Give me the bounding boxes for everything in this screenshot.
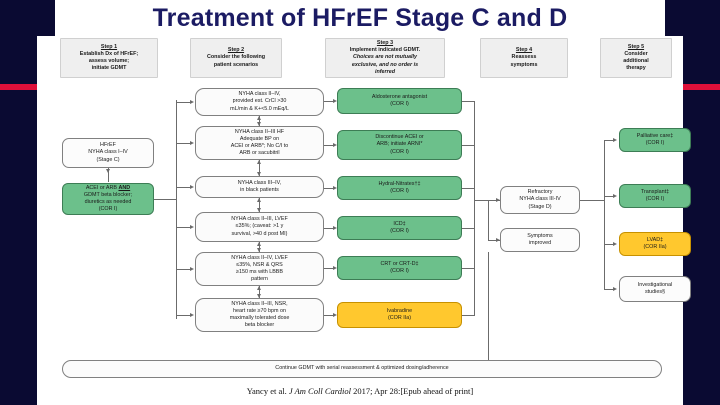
- arrow-icon: [256, 294, 261, 298]
- node-additional-3[interactable]: LVAD‡(COR IIa): [619, 232, 691, 256]
- node-treatment-6-label: Ivabradine(COR IIa): [386, 307, 413, 321]
- arrow-icon: [613, 241, 617, 246]
- node-scenario-3[interactable]: NYHA class III–IV,in black patients: [195, 176, 324, 198]
- arrow-icon: [190, 99, 194, 104]
- arrow-icon: [496, 197, 500, 202]
- arrow-icon: [613, 193, 617, 198]
- arrow-icon: [256, 198, 261, 202]
- arrow-icon: [256, 172, 261, 176]
- arrow-icon: [613, 286, 617, 291]
- arrow-icon: [190, 312, 194, 317]
- node-scenario-4[interactable]: NYHA class II–III, LVEF≤35%; (caveat: >1…: [195, 212, 324, 242]
- node-treatment-3[interactable]: Hydral-Nitrates†‡(COR I): [337, 176, 462, 200]
- node-scenario-5-label: NYHA class II–IV, LVEF≤35%, NSR & QRS≥15…: [231, 254, 288, 283]
- accent-bar-right: [683, 84, 720, 90]
- arrow-icon: [256, 116, 261, 120]
- arrow-icon: [333, 98, 337, 103]
- node-scenario-4-label: NYHA class II–III, LVEF≤35%; (caveat: >1…: [231, 216, 288, 237]
- node-additional-1[interactable]: Palliative care‡(COR I): [619, 128, 691, 152]
- node-additional-2[interactable]: Transplant‡(COR I): [619, 184, 691, 208]
- title-band: [55, 0, 665, 36]
- citation: Yancy et al. J Am Coll Cardiol 2017; Apr…: [37, 386, 683, 396]
- node-additional-1-label: Palliative care‡(COR I): [636, 132, 674, 146]
- arrow-icon: [333, 265, 337, 270]
- arrow-icon: [105, 169, 110, 173]
- arrow-icon: [256, 286, 261, 290]
- node-scenario-5[interactable]: NYHA class II–IV, LVEF≤35%, NSR & QRS≥15…: [195, 252, 324, 286]
- footer-continue-bar[interactable]: Continue GDMT with serial reassessment &…: [62, 360, 662, 378]
- arrow-icon: [190, 140, 194, 145]
- node-scenario-6[interactable]: NYHA class II–III, NSR,heart rate ≥70 bp…: [195, 298, 324, 332]
- arrow-icon: [256, 208, 261, 212]
- node-scenario-3-label: NYHA class III–IV,in black patients: [237, 179, 282, 193]
- arrow-icon: [613, 137, 617, 142]
- node-additional-2-label: Transplant‡(COR I): [640, 188, 670, 202]
- node-treatment-5-label: CRT or CRT-D‡(COR I): [380, 260, 419, 274]
- node-treatment-4-label: ICD‡(COR I): [390, 220, 409, 234]
- node-treatment-1-label: Aldosterone antagonist(COR I): [371, 93, 428, 107]
- footer-continue-label: Continue GDMT with serial reassessment &…: [275, 365, 449, 372]
- node-scenario-6-label: NYHA class II–III, NSR,heart rate ≥70 bp…: [229, 300, 290, 329]
- node-treatment-5[interactable]: CRT or CRT-D‡(COR I): [337, 256, 462, 280]
- node-treatment-3-label: Hydral-Nitrates†‡(COR I): [378, 180, 421, 194]
- arrow-icon: [333, 225, 337, 230]
- arrow-icon: [256, 248, 261, 252]
- citation-author: Yancy et al.: [246, 386, 289, 396]
- arrow-icon: [190, 224, 194, 229]
- arrow-icon: [256, 242, 261, 246]
- arrow-icon: [256, 160, 261, 164]
- citation-rest: 2017; Apr 28:[Epub ahead of print]: [350, 386, 474, 396]
- citation-journal: J Am Coll Cardiol: [288, 386, 351, 396]
- arrow-icon: [333, 312, 337, 317]
- node-treatment-1[interactable]: Aldosterone antagonist(COR I): [337, 88, 462, 114]
- arrow-icon: [190, 184, 194, 189]
- node-treatment-6[interactable]: Ivabradine(COR IIa): [337, 302, 462, 328]
- arrow-icon: [333, 185, 337, 190]
- arrow-icon: [190, 266, 194, 271]
- arrow-icon: [496, 237, 500, 242]
- arrow-icon: [333, 142, 337, 147]
- node-additional-3-label: LVAD‡(COR IIa): [643, 236, 667, 250]
- accent-bar-left: [0, 84, 55, 90]
- page-title: Treatment of HFrEF Stage C and D: [152, 4, 568, 32]
- arrow-icon: [256, 122, 261, 126]
- node-treatment-4[interactable]: ICD‡(COR I): [337, 216, 462, 240]
